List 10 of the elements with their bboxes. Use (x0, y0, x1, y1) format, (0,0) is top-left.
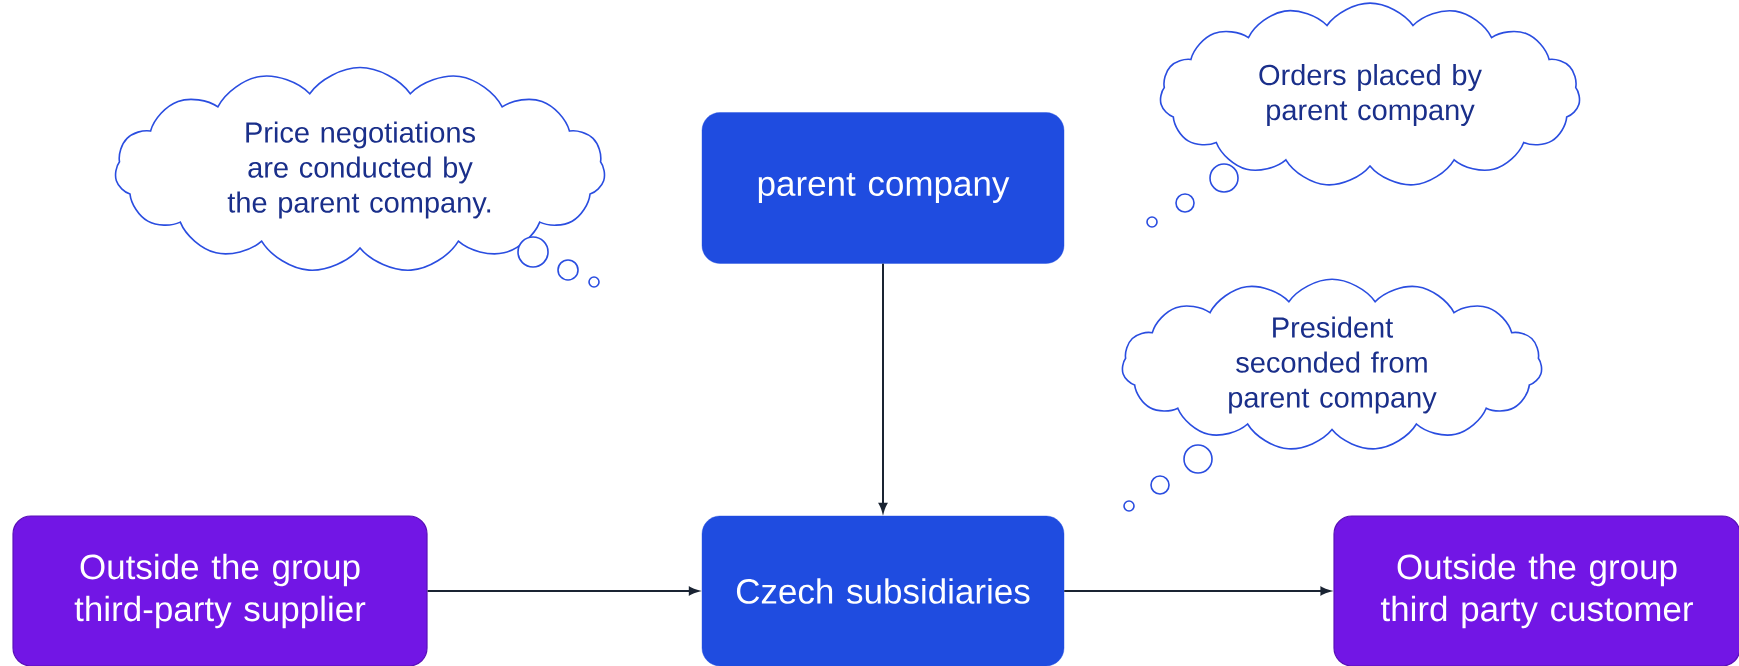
process-box: Czech subsidiaries (701, 515, 1065, 666)
process-box: Outside the group third-party supplier (12, 515, 428, 666)
arrow (1063, 586, 1331, 596)
thought-cloud: President seconded from parent company (1121, 278, 1543, 512)
thought-cloud: Price negotiations are conducted by the parent company. (114, 66, 606, 288)
arrow (878, 262, 888, 513)
process-box: Outside the group third party customer (1333, 515, 1739, 666)
thought-cloud: Orders placed by parent company (1146, 2, 1581, 228)
process-box: parent company (701, 112, 1065, 264)
arrow (426, 586, 699, 596)
